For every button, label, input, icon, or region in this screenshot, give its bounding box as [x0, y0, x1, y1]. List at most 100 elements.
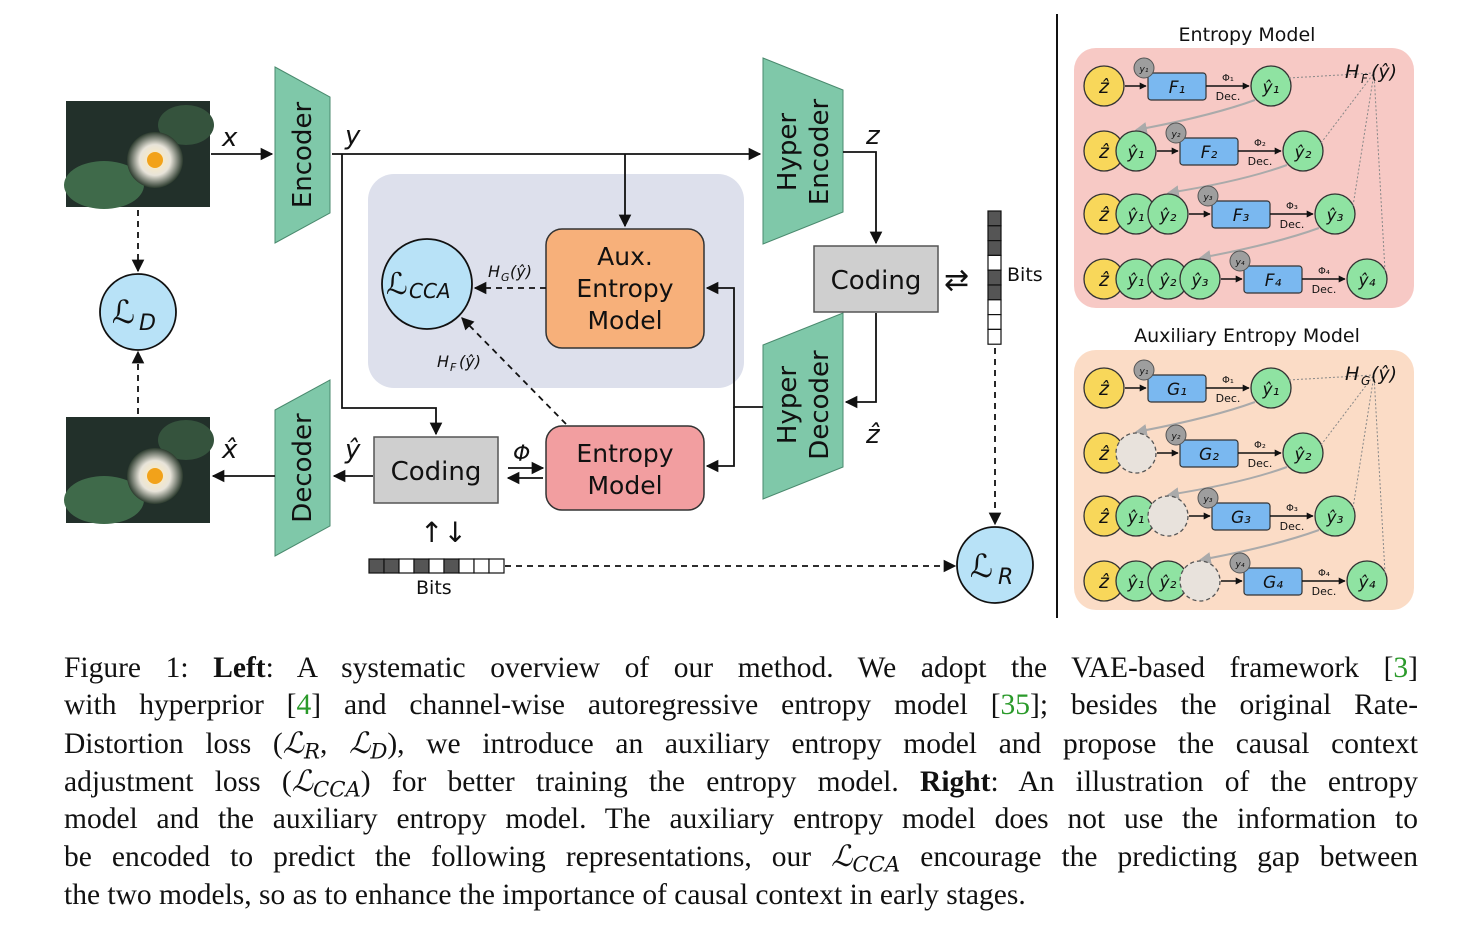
hg-label: H G (ŷ) [488, 262, 532, 284]
caption-math-ld-sub: D [370, 738, 388, 764]
target-badge-label: y₄ [1235, 258, 1245, 268]
dotted-to-h [1352, 72, 1375, 207]
output-node-label: ŷ₁ [1262, 78, 1280, 98]
bit-cell-v [987, 225, 1002, 242]
target-badge-label: y₄ [1235, 560, 1245, 570]
hyper-encoder-label-2: Encoder [805, 99, 835, 206]
hg-panel-arg: (ŷ) [1371, 363, 1397, 385]
next-row-arrow [1198, 227, 1320, 262]
bit-cell-h [473, 558, 490, 574]
function-box-label: F₃ [1233, 206, 1250, 226]
target-badge [1133, 57, 1155, 79]
figure-caption: Figure 1: Left: A systematic overview of… [64, 650, 1418, 914]
bit-cell-h [428, 558, 445, 574]
target-badge-label: y₃ [1203, 495, 1213, 505]
context-node-label: ŷ₁ [1127, 573, 1145, 593]
bits-bar-horizontal [368, 558, 505, 574]
var-x: x [221, 123, 238, 153]
z-hat-node [1083, 367, 1125, 409]
dec-label: Dec. [1216, 392, 1241, 405]
bit-cell-v [987, 314, 1002, 331]
context-node-label: ŷ₁ [1127, 206, 1145, 226]
target-badge-label: y₂ [1171, 130, 1181, 140]
bits-bar-vertical [987, 210, 1002, 345]
masked-context-node [1179, 560, 1221, 602]
dec-phi-label: Φ₃ [1286, 503, 1298, 514]
context-node-label: ŷ₁ [1127, 271, 1145, 291]
bit-cell-v [987, 328, 1002, 345]
dotted-to-h [1352, 374, 1375, 509]
caption-math-lcca-2-sub: CCA [852, 852, 901, 878]
var-x-hat: x̂ [221, 435, 238, 465]
aux-model-line-2: Entropy [576, 274, 673, 303]
arrow-entropy-lcca [461, 317, 567, 425]
hyper-decoder-label-1: Hyper [773, 366, 803, 444]
caption-ref-35[interactable]: 35 [1000, 689, 1031, 722]
caption-ref-3[interactable]: 3 [1393, 652, 1409, 684]
dec-label: Dec. [1216, 90, 1241, 103]
main-coding-label: Coding [391, 457, 482, 487]
output-node-label: ŷ₂ [1294, 445, 1312, 465]
output-node-label: ŷ₃ [1326, 508, 1344, 528]
z-hat-node [1083, 65, 1125, 107]
var-z-hat: ẑ [865, 420, 881, 450]
arrow-hd-aux [705, 281, 763, 408]
caption-ref-4[interactable]: 4 [296, 689, 312, 722]
output-node-label: ŷ₄ [1358, 573, 1376, 593]
hf-h: H [437, 352, 449, 371]
reconstructed-image [64, 417, 214, 524]
caption-text-1: : A systematic overview of our method. W… [265, 652, 1394, 684]
caption-text-4d: : An illustration of the entropy [990, 765, 1418, 798]
dec-phi-label: Φ₃ [1286, 201, 1298, 212]
caption-fig-label: Figure 1: [64, 652, 214, 684]
updown-arrows: ↑↓ [420, 516, 467, 549]
caption-line-4: adjustment loss (ℒCCA) for better traini… [64, 763, 1418, 801]
masked-context-node [1147, 495, 1189, 537]
loss-d-circle: ℒ D [99, 273, 177, 351]
bit-cell-v [987, 210, 1002, 227]
next-row-arrow [1166, 466, 1288, 500]
output-node [1314, 193, 1356, 235]
z-hat-node-label: ẑ [1098, 141, 1110, 163]
output-node-label: ŷ₄ [1358, 271, 1376, 291]
decoder-block: Decoder [274, 379, 331, 557]
next-row-arrow [1134, 401, 1256, 436]
hf-panel-h: H [1345, 61, 1359, 83]
caption-math-ld: ℒ [349, 725, 371, 760]
arrow-z-coding [843, 151, 883, 245]
dotted-to-h [1320, 374, 1375, 446]
output-node [1250, 65, 1292, 107]
caption-math-lcca: ℒ [291, 763, 313, 798]
hyper-coding-box: Coding [813, 245, 939, 313]
hg-h: H [488, 262, 500, 281]
bit-cell-v [987, 284, 1002, 301]
loss-d-sub: D [139, 311, 156, 336]
z-hat-node-label: ẑ [1098, 204, 1110, 226]
var-y-hat: ŷ [344, 435, 361, 465]
hyper-decoder-label-2: Decoder [805, 350, 835, 460]
caption-line-5: model and the auxiliary entropy model. T… [64, 803, 1418, 836]
function-box-label: F₂ [1201, 143, 1218, 163]
output-node [1314, 495, 1356, 537]
context-node [1179, 258, 1221, 300]
output-node [1250, 367, 1292, 409]
bit-cell-v [987, 299, 1002, 316]
function-box-label: G₁ [1167, 380, 1187, 400]
caption-line-1: Figure 1: Left: A systematic overview of… [64, 650, 1418, 687]
bit-cell-h [383, 558, 400, 574]
target-badge-label: y₁ [1139, 65, 1149, 75]
bit-cell-h [488, 558, 505, 574]
z-hat-node-label: ẑ [1098, 443, 1110, 465]
var-z: z [865, 121, 881, 151]
entropy-model-line-1: Entropy [576, 439, 673, 468]
target-badge [1133, 359, 1155, 381]
loss-cca-circle: ℒ CCA [381, 238, 473, 330]
next-row-arrow [1198, 529, 1320, 564]
entropy-model-line-2: Model [587, 471, 662, 500]
dec-label: Dec. [1280, 520, 1305, 533]
hg-arg: (ŷ) [510, 262, 532, 281]
target-badge-label: y₁ [1139, 367, 1149, 377]
z-hat-node-label: ẑ [1098, 269, 1110, 291]
dotted-to-h [1373, 72, 1386, 272]
